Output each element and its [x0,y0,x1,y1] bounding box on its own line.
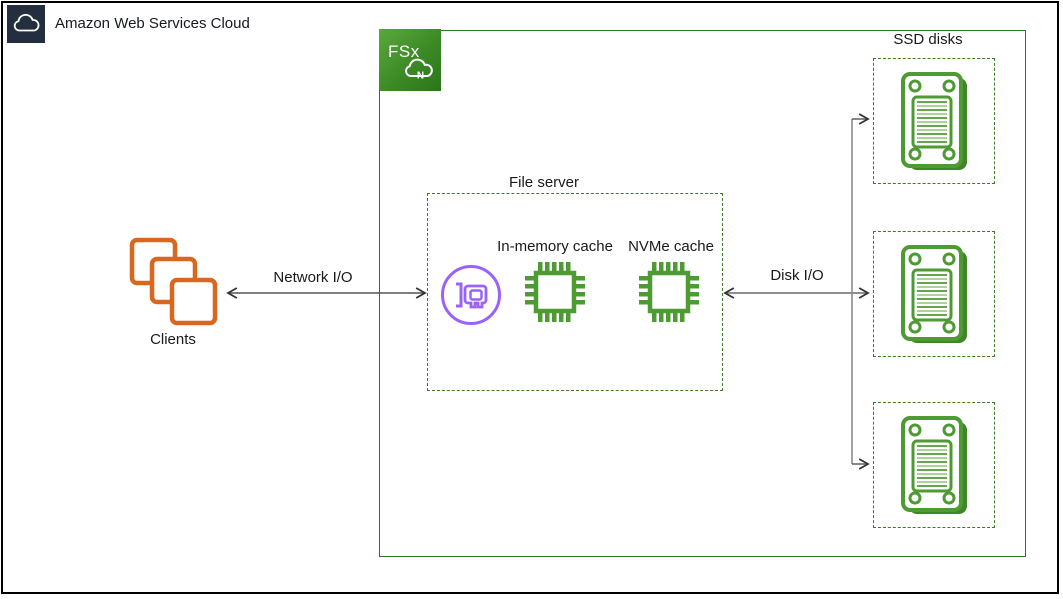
ssd-disk-icon [901,245,967,343]
ssd-disk-icon [901,416,967,514]
ssd-disks-label: SSD disks [893,31,963,48]
in-memory-cache-icon [525,262,585,322]
ssd-disk-box-2 [873,231,995,357]
fsx-cloud-glyph: N [405,58,433,82]
fsx-netapp-ontap-icon: FSx N [379,29,441,91]
in-memory-cache-label: In-memory cache [497,238,613,255]
aws-cloud-icon [7,5,45,43]
disk-io-label: Disk I/O [770,267,824,284]
network-card-icon [441,265,501,325]
clients-label: Clients [150,331,196,348]
nvme-cache-icon [639,262,699,322]
diagram-title: Amazon Web Services Cloud [55,15,250,32]
fsx-cloud-letter: N [417,71,424,82]
cloud-glyph [13,13,40,32]
network-io-label: Network I/O [273,269,353,286]
file-server-label: File server [508,174,579,191]
file-server-box [427,193,723,391]
clients-icon [129,237,218,326]
ssd-disk-box-1 [873,58,995,184]
ssd-disk-icon [901,72,967,170]
ssd-disk-box-3 [873,402,995,528]
fsx-icon-label: FSx [388,42,420,61]
nvme-cache-label: NVMe cache [628,238,714,255]
